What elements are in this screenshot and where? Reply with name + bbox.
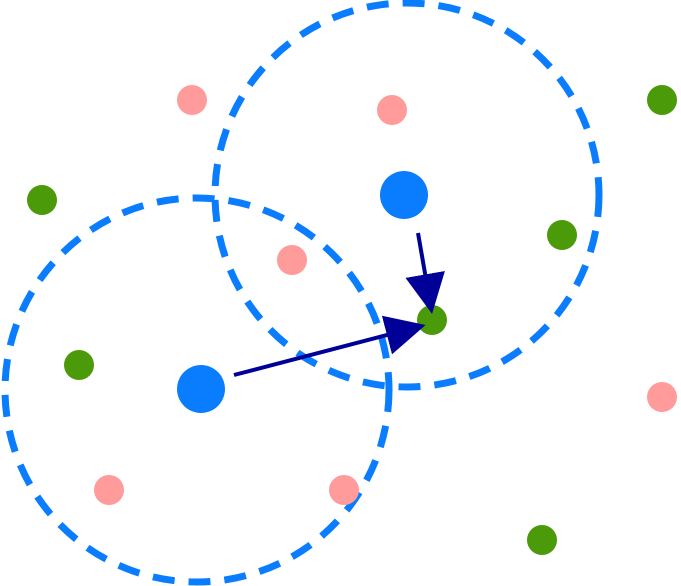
pink-point (647, 382, 677, 412)
pink-point (329, 475, 359, 505)
arrow-from-right-center (405, 232, 445, 314)
pink-point (277, 245, 307, 275)
green-point (527, 525, 557, 555)
green-point (647, 85, 677, 115)
center-left (177, 365, 225, 413)
pink-point (94, 475, 124, 505)
circle-left (1, 194, 393, 586)
center-right (380, 171, 428, 219)
green-point (27, 185, 57, 215)
arrow-from-left-center (233, 315, 426, 377)
circle-right (211, 0, 603, 391)
neighbor-arrows (233, 232, 445, 377)
pink-point (177, 85, 207, 115)
radius-circles (1, 0, 603, 586)
green-point (417, 305, 447, 335)
query-centers (177, 171, 428, 413)
green-point (547, 220, 577, 250)
data-points (27, 85, 677, 555)
pink-point (377, 95, 407, 125)
green-point (64, 350, 94, 380)
